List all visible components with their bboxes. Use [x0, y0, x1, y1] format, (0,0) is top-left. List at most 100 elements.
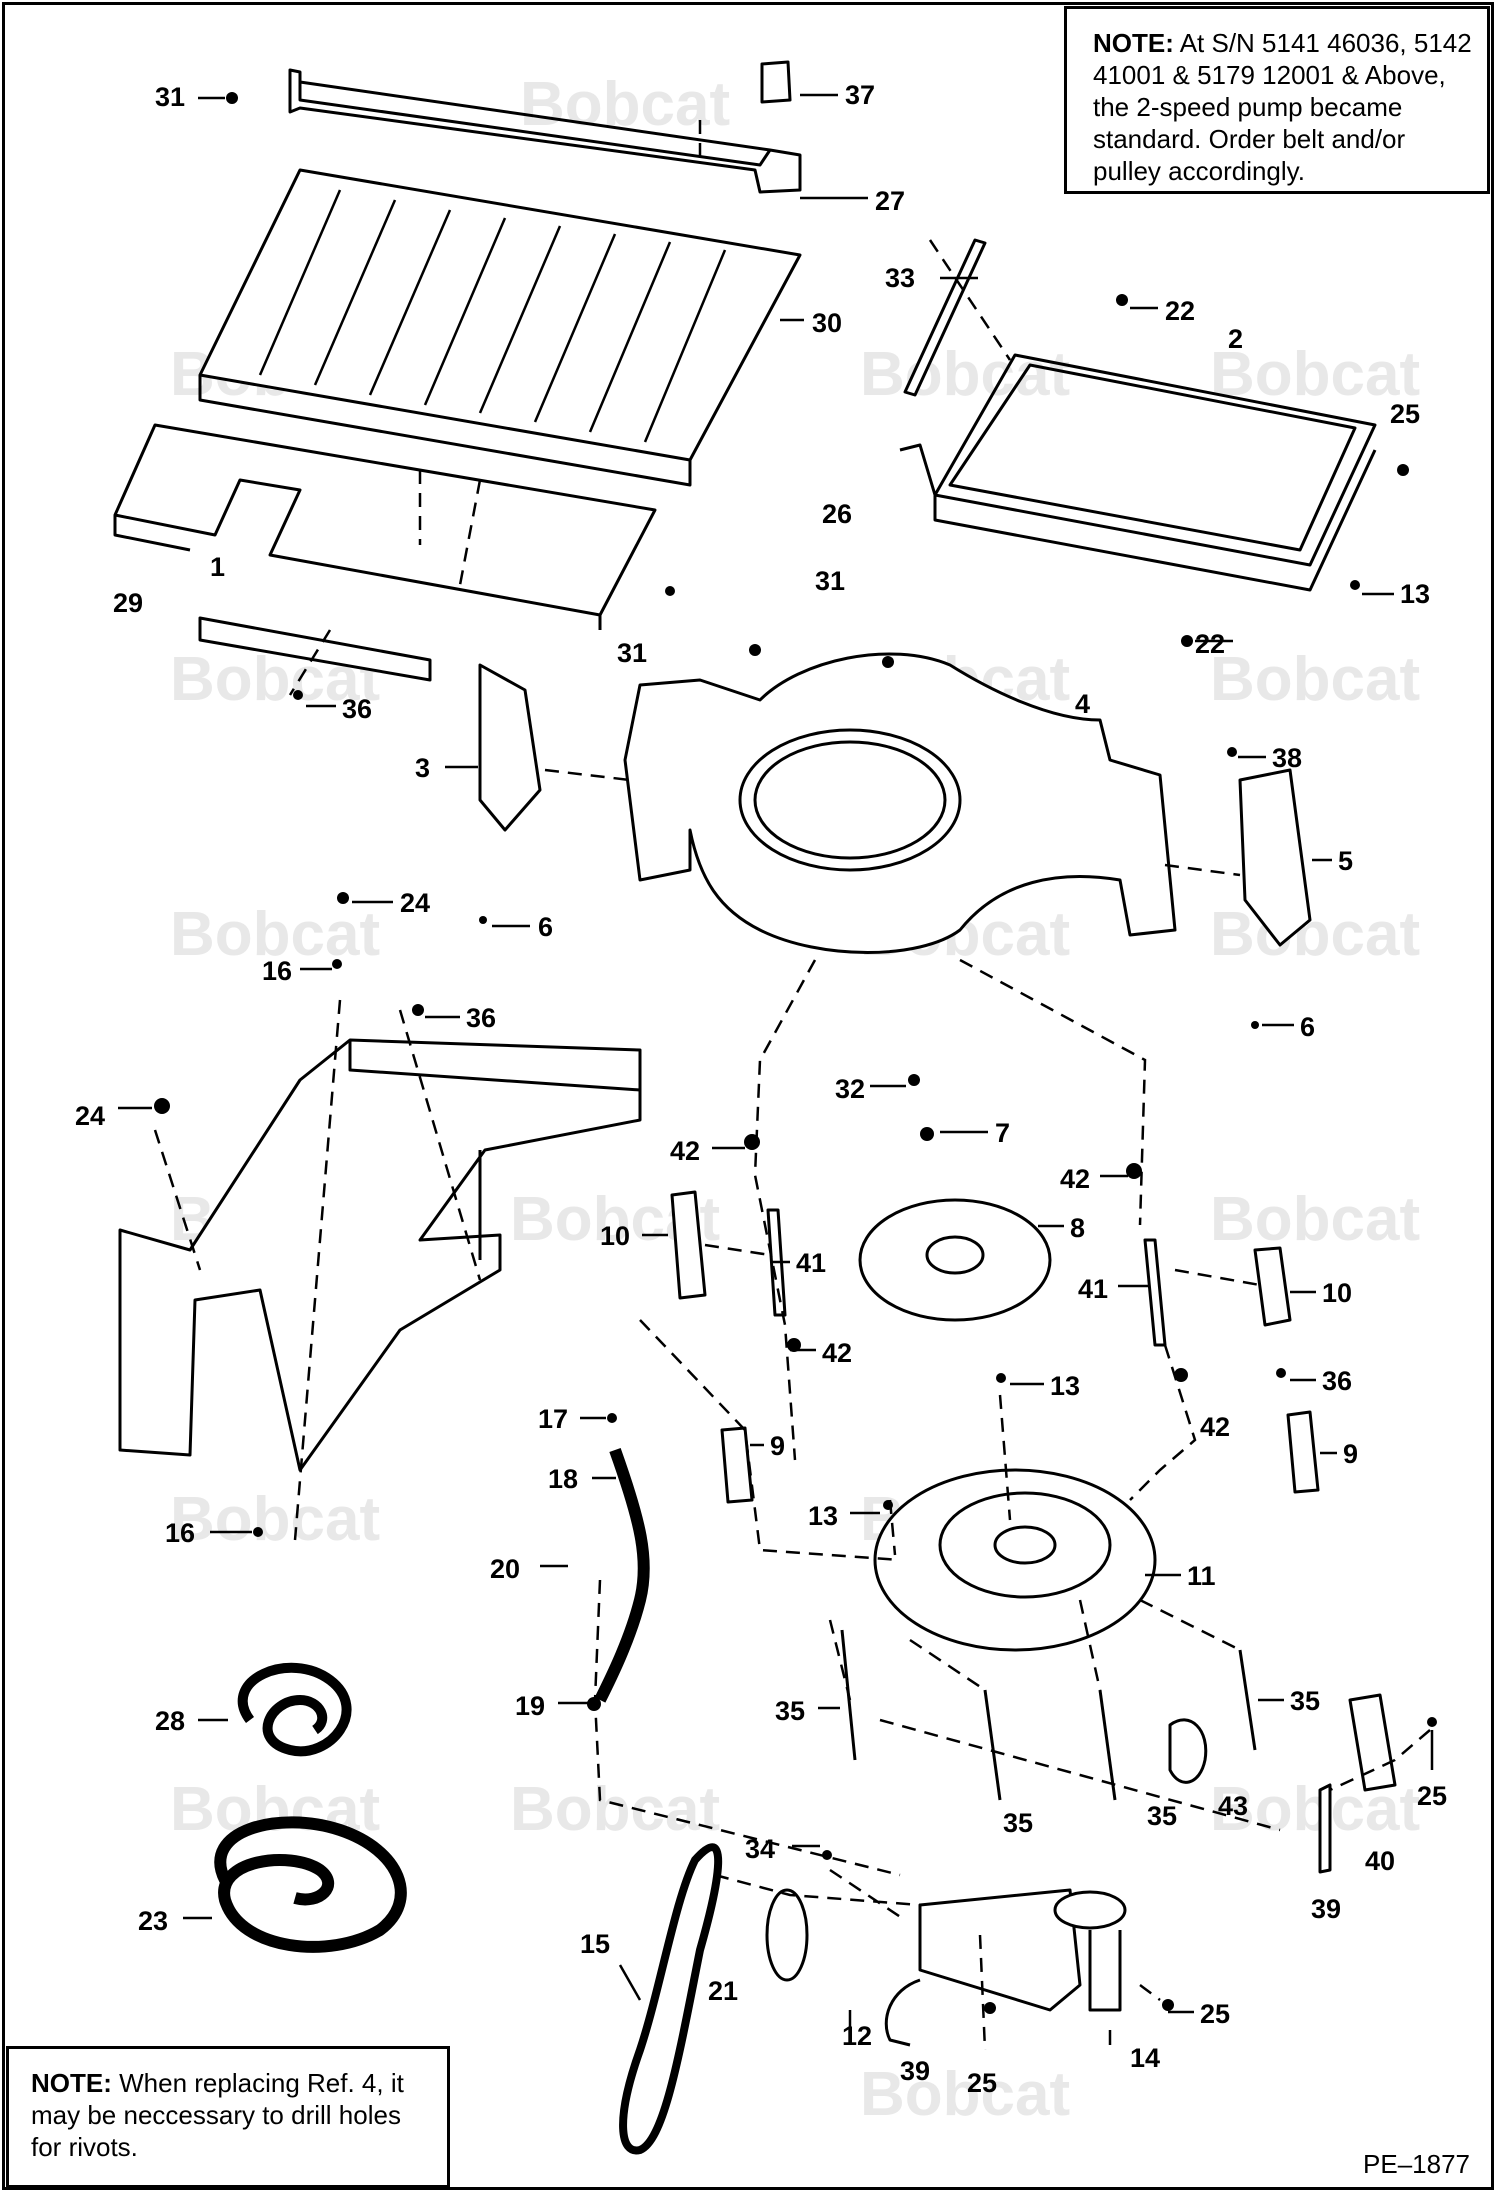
watermark-text: Bobcat [170, 1485, 380, 1554]
callout-39: 39 [1311, 1894, 1341, 1924]
callout-23: 23 [138, 1906, 168, 1936]
part-fan-8 [858, 1198, 1052, 1322]
watermark-text: Bobcat [510, 1775, 720, 1844]
part-bracket-27 [288, 68, 802, 194]
part-bracket-43 [1168, 1718, 1208, 1784]
callout-35: 35 [1290, 1686, 1320, 1716]
part-strip-1 [198, 616, 432, 682]
drawing-code: PE–1877 [1363, 2149, 1470, 2179]
callout-10: 10 [1322, 1278, 1352, 1308]
watermark-text: Bobcat [520, 70, 730, 139]
part-tube-10-left [670, 1190, 707, 1300]
callout-1: 1 [210, 552, 225, 582]
callout-36: 36 [1322, 1366, 1352, 1396]
callout-10: 10 [600, 1221, 630, 1251]
callout-15: 15 [580, 1929, 610, 1959]
part-belt-15 [619, 1843, 723, 2155]
callout-9: 9 [1343, 1439, 1358, 1469]
callout-14: 14 [1130, 2043, 1160, 2073]
callout-19: 19 [515, 1691, 545, 1721]
callout-17: 17 [538, 1404, 568, 1434]
callout-16: 16 [262, 956, 292, 986]
part-engine-frame [118, 1038, 642, 1472]
parts-layer [113, 60, 1397, 2155]
callout-32: 32 [835, 1074, 865, 1104]
callout-13: 13 [808, 1501, 838, 1531]
part-clip-39-right [1318, 1783, 1332, 1874]
callout-41: 41 [1078, 1274, 1108, 1304]
watermark-text: Bobcat [860, 340, 1070, 409]
part-hose-coil-28 [237, 1662, 352, 1757]
callout-11: 11 [1187, 1561, 1216, 1591]
callout-8: 8 [1070, 1213, 1085, 1243]
watermark-text: Bobcat [860, 2060, 1070, 2129]
callout-37: 37 [845, 80, 875, 110]
callout-7: 7 [995, 1118, 1010, 1148]
callout-25: 25 [1200, 1999, 1230, 2029]
watermark-text: Bobcat [1210, 1185, 1420, 1254]
part-clip-39-lower [884, 1978, 921, 2047]
callout-13: 13 [1400, 579, 1430, 609]
callout-21: 21 [708, 1976, 738, 2006]
part-bolt-35-4 [1238, 1649, 1257, 1751]
callout-39: 39 [900, 2056, 930, 2086]
callout-4: 4 [1075, 689, 1090, 719]
callout-29: 29 [113, 588, 143, 618]
callout-16: 16 [165, 1518, 195, 1548]
part-plate-29 [113, 423, 657, 617]
part-screen-5 [1238, 768, 1312, 947]
callout-42: 42 [670, 1136, 700, 1166]
callout-38: 38 [1272, 743, 1302, 773]
callout-25: 25 [1390, 399, 1420, 429]
part-fan-base-11 [873, 1468, 1157, 1652]
callout-42: 42 [1060, 1164, 1090, 1194]
callout-26: 26 [822, 499, 852, 529]
callout-18: 18 [548, 1464, 578, 1494]
callout-34: 34 [745, 1834, 775, 1864]
callout-2: 2 [1228, 324, 1243, 354]
callout-22: 22 [1195, 629, 1225, 659]
watermark-text: Bobcat [1210, 645, 1420, 714]
part-tube-10-right [1253, 1246, 1292, 1327]
part-hose-18 [594, 1447, 650, 1703]
part-bracket-27-rail [299, 80, 771, 152]
note-top: NOTE: At S/N 5141 46036, 5142 41001 & 51… [1064, 6, 1490, 194]
leader-lines [153, 120, 1431, 2051]
note-bottom-label: NOTE: [31, 2068, 112, 2098]
callout-31: 31 [617, 638, 647, 668]
callout-43: 43 [1218, 1791, 1248, 1821]
part-bolt-35-2 [983, 1689, 1002, 1801]
part-hose-coil-23 [214, 1816, 407, 1953]
part-tube-9-right [1286, 1410, 1320, 1494]
callout-35: 35 [1003, 1808, 1033, 1838]
callout-30: 30 [812, 308, 842, 338]
part-tube-41-right [1143, 1238, 1167, 1347]
callout-36: 36 [466, 1003, 496, 1033]
note-bottom-text: When replacing Ref. 4, it may be neccess… [31, 2068, 404, 2162]
callout-28: 28 [155, 1706, 185, 1736]
watermark-text: Bobcat [1210, 340, 1420, 409]
note-top-label: NOTE: [1093, 28, 1174, 58]
callout-6: 6 [538, 912, 553, 942]
callout-22: 22 [1165, 296, 1195, 326]
callout-6: 6 [1300, 1012, 1315, 1042]
callout-31: 31 [155, 82, 185, 112]
watermark-text: Bobcat [170, 900, 380, 969]
note-bottom: NOTE: When replacing Ref. 4, it may be n… [6, 2046, 450, 2188]
callout-24: 24 [75, 1101, 105, 1131]
callout-3: 3 [415, 753, 430, 783]
watermark-text: Bobcat [1210, 900, 1420, 969]
callout-20: 20 [490, 1554, 520, 1584]
callout-leader [618, 1964, 642, 2001]
callout-24: 24 [400, 888, 430, 918]
callout-36: 36 [342, 694, 372, 724]
note-top-text: At S/N 5141 46036, 5142 41001 & 5179 120… [1093, 28, 1472, 186]
callout-40: 40 [1365, 1846, 1395, 1876]
callout-35: 35 [775, 1696, 805, 1726]
callout-42: 42 [822, 1338, 852, 1368]
part-screen-3 [478, 663, 542, 832]
part-pump-14 [918, 1888, 1082, 2012]
